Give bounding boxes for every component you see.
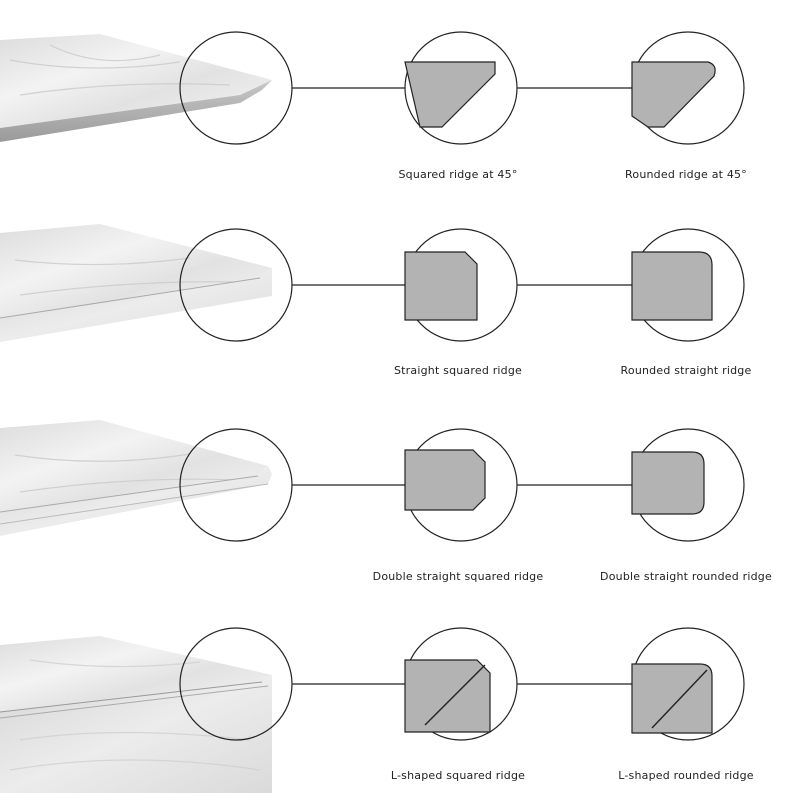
row-2-straight <box>0 224 745 342</box>
marble-slab-3 <box>0 420 272 536</box>
marble-slab-1 <box>0 34 272 142</box>
label-double-rounded: Double straight rounded ridge <box>600 570 772 583</box>
row-3-double-straight <box>0 420 745 542</box>
label-rounded-45: Rounded ridge at 45° <box>625 168 747 181</box>
marble-slab-2 <box>0 224 272 342</box>
label-straight-squared: Straight squared ridge <box>393 364 523 377</box>
label-double-squared: Double straight squared ridge <box>372 570 544 583</box>
profile-straight-rounded <box>631 228 745 342</box>
label-straight-rounded: Rounded straight ridge <box>620 364 752 377</box>
profile-squared-45 <box>404 31 518 145</box>
profile-l-squared <box>404 627 518 741</box>
profile-double-rounded <box>631 428 745 542</box>
profile-rounded-45 <box>631 31 745 145</box>
marble-slab-4 <box>0 636 272 793</box>
label-l-rounded: L-shaped rounded ridge <box>618 769 754 782</box>
label-squared-45: Squared ridge at 45° <box>398 168 518 181</box>
row-1-45-degree <box>0 31 745 145</box>
profile-l-rounded <box>631 627 745 741</box>
label-l-squared: L-shaped squared ridge <box>390 769 526 782</box>
profile-straight-squared <box>404 228 518 342</box>
row-4-l-shaped <box>0 627 745 793</box>
profile-double-squared <box>404 428 518 542</box>
